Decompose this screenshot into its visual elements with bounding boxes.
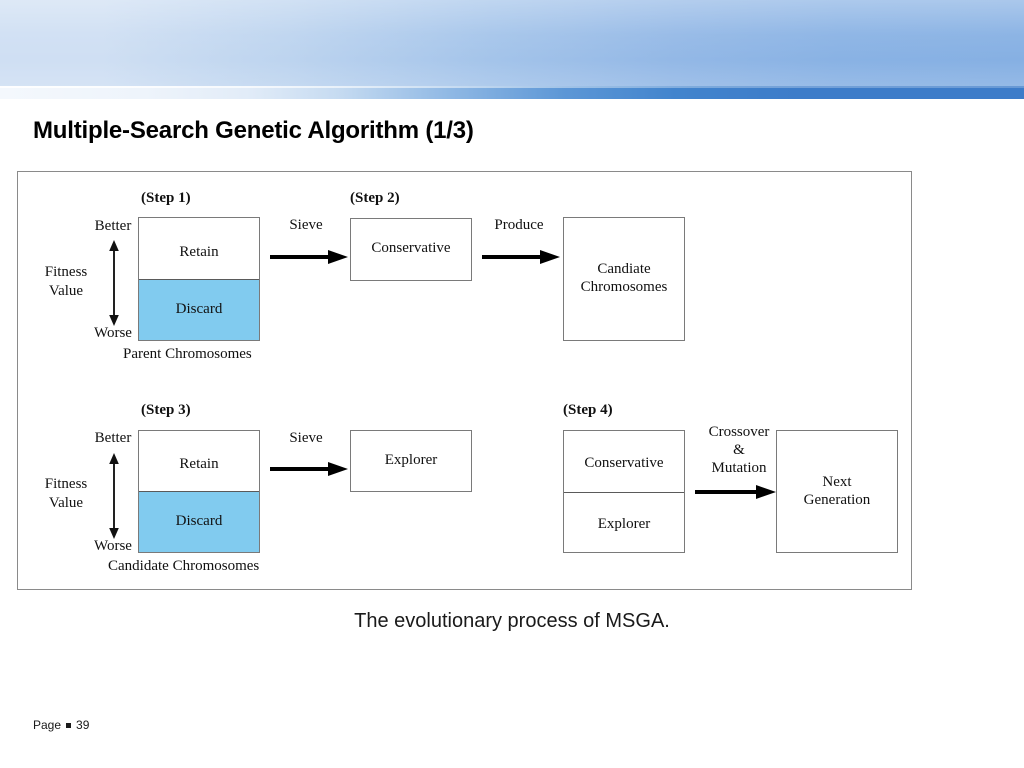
sieve-arrow-row1 (270, 250, 348, 264)
figure-frame: (Step 1) Better Worse Fitness Value Reta… (17, 171, 912, 590)
axis-better-label-bottom: Better (94, 430, 132, 446)
candidate-pool-retain-label: Retain (179, 456, 219, 472)
slide-footer: Page 39 (33, 718, 89, 732)
fitness-axis-arrow-bottom (109, 453, 119, 539)
sieve-arrow-row2 (270, 462, 348, 476)
axis-worse-label-top: Worse (94, 325, 132, 341)
next-generation-label-line1: Next (822, 474, 852, 490)
explorer-box-label-row2: Explorer (384, 452, 438, 468)
sieve-arrow-label-row1: Sieve (289, 217, 323, 233)
mixed-pool-explorer-label: Explorer (597, 516, 651, 532)
parent-pool-discard-label: Discard (175, 301, 223, 317)
axis-fitness-label-bottom-line2: Value (48, 495, 84, 511)
slide-banner (0, 0, 1024, 86)
crossover-label-line2: & (733, 442, 745, 458)
axis-fitness-label-top-line1: Fitness (44, 264, 88, 280)
candidate-chromosomes-label-line2: Chromosomes (580, 279, 668, 295)
mixed-pool-conservative-label: Conservative (584, 455, 664, 471)
crossover-mutation-arrow (695, 485, 776, 499)
candidate-chromosomes-caption: Candidate Chromosomes (108, 558, 260, 574)
sieve-arrow-label-row2: Sieve (289, 430, 323, 446)
slide-banner-accent-bar (0, 86, 1024, 99)
produce-arrow-label: Produce (494, 217, 544, 233)
parent-pool-discard-region[interactable]: Discard (139, 280, 259, 340)
axis-fitness-label-top-line2: Value (48, 283, 84, 299)
candidate-chromosomes-box[interactable]: Candiate Chromosomes (563, 217, 685, 341)
step-2-label: (Step 2) (350, 190, 400, 206)
axis-fitness-label-bottom-line1: Fitness (44, 476, 88, 492)
slide-banner-accent-highlight (0, 86, 1024, 88)
next-generation-label-line2: Generation (803, 492, 871, 508)
footer-bullet-icon (66, 722, 72, 728)
conservative-box-label-row1: Conservative (371, 240, 451, 256)
candidate-chromosomes-label-line1: Candiate (597, 261, 651, 277)
axis-better-label-top: Better (94, 218, 132, 234)
parent-pool-retain-label: Retain (179, 244, 219, 260)
axis-worse-label-bottom: Worse (94, 538, 132, 554)
candidate-pool-discard-label: Discard (175, 513, 223, 529)
footer-page-label: Page (33, 718, 62, 732)
step-4-label: (Step 4) (563, 402, 613, 418)
parent-pool-divider (139, 279, 259, 280)
next-generation-box[interactable]: Next Generation (776, 430, 898, 553)
slide-banner-sheen (0, 0, 1024, 86)
explorer-box-row2[interactable]: Explorer (350, 430, 472, 492)
parent-chromosomes-caption: Parent Chromosomes (123, 346, 252, 362)
conservative-box-row1[interactable]: Conservative (350, 218, 472, 281)
figure-caption: The evolutionary process of MSGA. (354, 610, 670, 632)
step-1-label: (Step 1) (141, 190, 191, 206)
produce-arrow (482, 250, 560, 264)
fitness-axis-arrow-top (109, 240, 119, 326)
diagram-canvas: (Step 1) Better Worse Fitness Value Reta… (18, 172, 911, 589)
candidate-pool-divider (139, 491, 259, 492)
parent-pool-box[interactable]: Retain Discard (138, 217, 260, 341)
crossover-label-line3: Mutation (711, 460, 767, 476)
mixed-pool-box[interactable]: Conservative Explorer (563, 430, 685, 553)
candidate-pool-discard-region[interactable]: Discard (139, 492, 259, 552)
crossover-label-line1: Crossover (708, 424, 770, 440)
candidate-pool-box[interactable]: Retain Discard (138, 430, 260, 553)
mixed-pool-divider (564, 492, 684, 493)
footer-page-number: 39 (76, 718, 90, 732)
page-title: Multiple-Search Genetic Algorithm (1/3) (33, 117, 474, 144)
step-3-label: (Step 3) (141, 402, 191, 418)
